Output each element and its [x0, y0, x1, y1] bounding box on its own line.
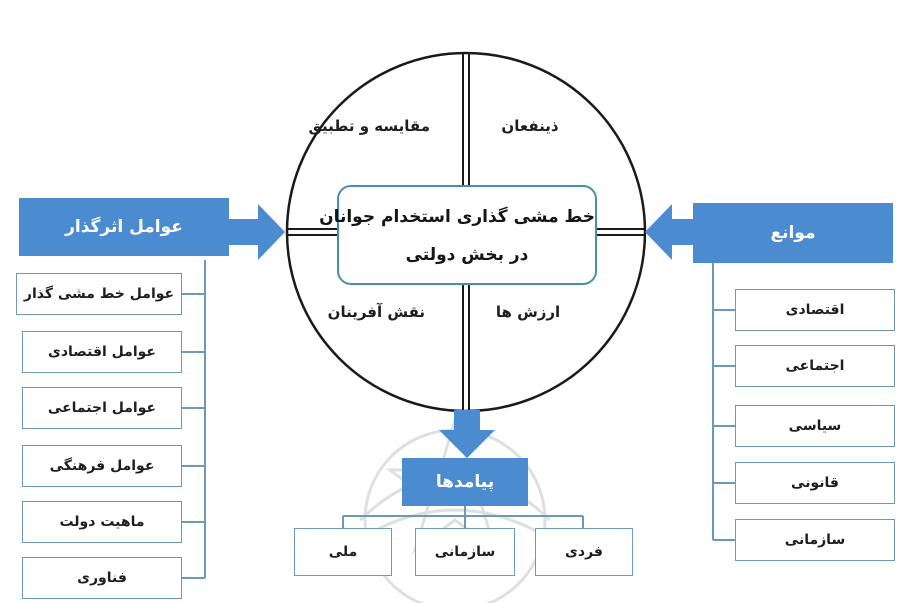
left-item-1: عوامل خط مشی گذار [16, 273, 182, 315]
left-item-6: فناوری [22, 557, 182, 599]
quadrant-top-right-label: ذینفعان [501, 117, 559, 135]
central-topic-box: خط مشی گذاری استخدام جوانان در بخش دولتی [319, 185, 597, 285]
left-item-4: عوامل فرهنگی [22, 445, 182, 487]
left-arrow-icon [228, 204, 285, 260]
quadrant-top-left-label: مقایسه و تطبیق [308, 117, 431, 135]
right-panel-header: موانع [693, 203, 893, 263]
left-item-2: عوامل اقتصادی [22, 331, 182, 373]
right-item-3: سیاسی [735, 405, 895, 447]
quadrant-bottom-left-label: نقش آفرینان [327, 303, 425, 321]
down-arrow-icon [439, 410, 495, 458]
left-item-5: ماهیت دولت [22, 501, 182, 543]
bottom-item-2: سازمانی [415, 528, 515, 576]
right-tree-connector [712, 263, 735, 541]
bottom-tree-connector [342, 506, 584, 528]
bottom-item-3: فردی [535, 528, 633, 576]
central-topic-line2: در بخش دولتی [405, 245, 529, 265]
right-item-1: اقتصادی [735, 289, 895, 331]
central-topic-line1: خط مشی گذاری استخدام جوانان [319, 207, 595, 227]
right-item-5: سازمانی [735, 519, 895, 561]
left-item-3: عوامل اجتماعی [22, 387, 182, 429]
left-tree-connector [182, 260, 206, 579]
bottom-panel-header: پیامدها [402, 458, 528, 506]
left-panel-header: عوامل اثرگذار [19, 198, 229, 256]
bottom-item-1: ملی [294, 528, 392, 576]
right-item-2: اجتماعی [735, 345, 895, 387]
quadrant-bottom-right-label: ارزش ها [495, 303, 561, 321]
right-arrow-icon [645, 204, 693, 260]
right-item-4: قانونی [735, 462, 895, 504]
